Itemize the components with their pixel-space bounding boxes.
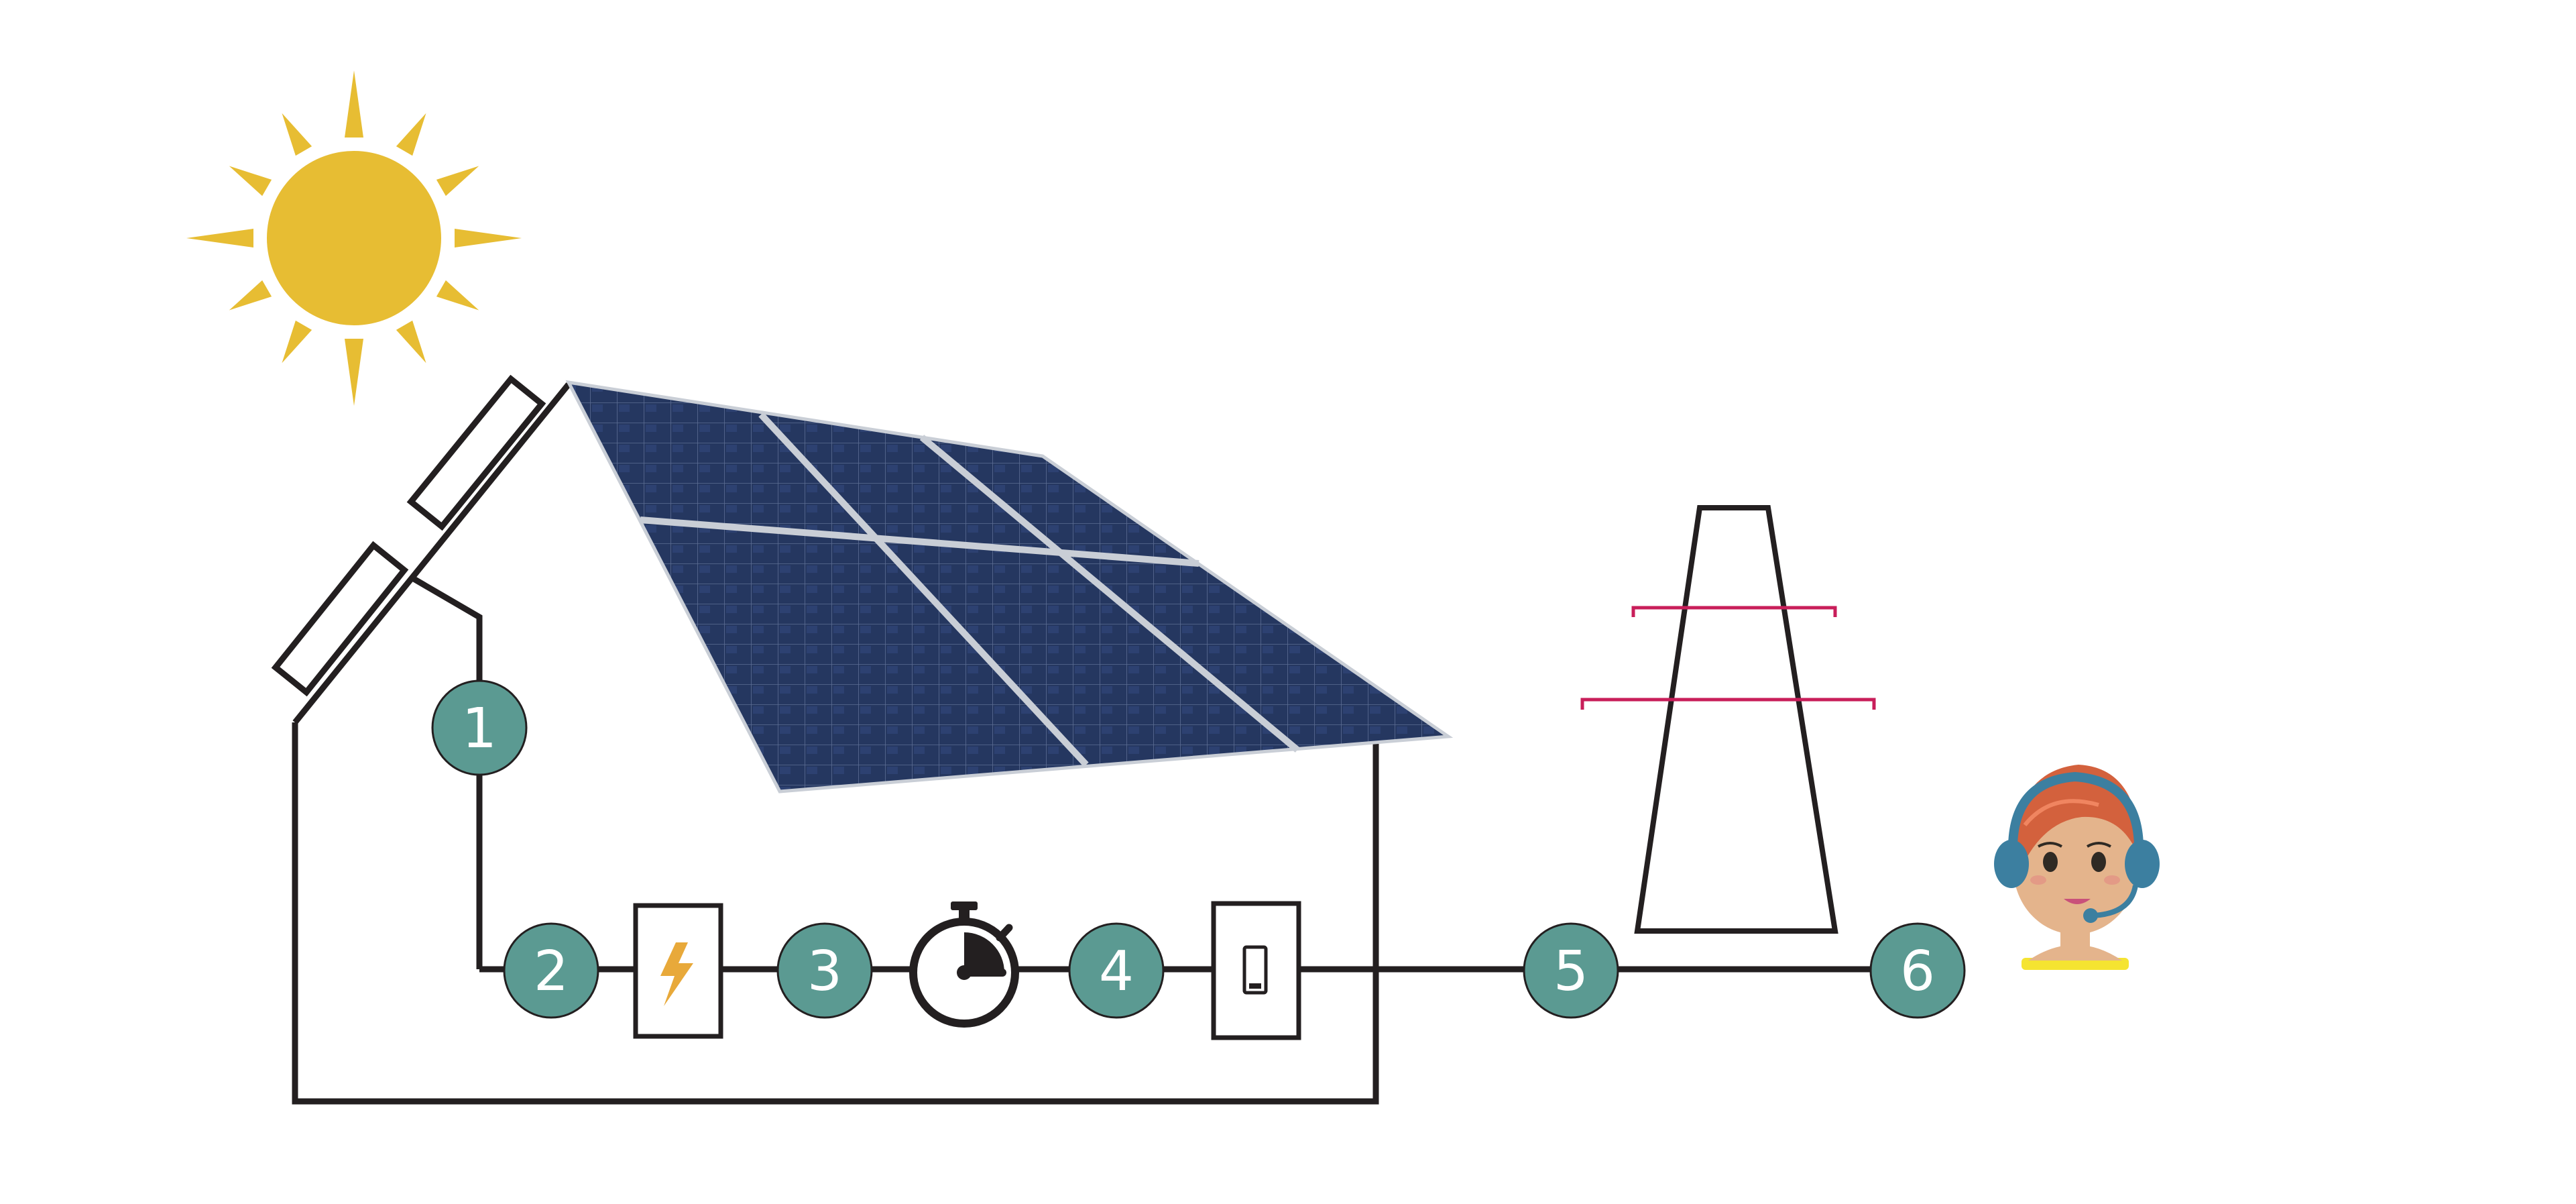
sun-ray <box>186 229 253 248</box>
step-label-2: 2 <box>534 940 569 1003</box>
step-label-6: 6 <box>1900 940 1935 1003</box>
house-outline <box>292 382 1379 1105</box>
stopwatch-icon <box>909 901 1019 1028</box>
solar-panel-array <box>565 380 1454 793</box>
sun-ray <box>229 280 272 311</box>
step-label-1: 1 <box>462 697 497 761</box>
step-badge-2: 2 <box>503 922 599 1019</box>
step-label-5: 5 <box>1554 940 1588 1003</box>
inverter-box <box>633 903 723 1039</box>
sun-ray <box>396 320 426 364</box>
step-label-3: 3 <box>807 940 842 1003</box>
step-badge-3: 3 <box>776 922 873 1019</box>
rooftop-panel-icon <box>271 374 546 697</box>
step-badge-5: 5 <box>1523 922 1619 1019</box>
sun-ray <box>282 320 312 364</box>
sun-ray <box>436 280 479 311</box>
step-badge-6: 6 <box>1869 922 1966 1019</box>
transmission-tower-icon <box>1580 505 1876 934</box>
sun-icon <box>186 70 522 406</box>
support-agent-icon <box>1994 765 2160 970</box>
sun-ray <box>436 166 479 197</box>
sun-ray <box>282 113 312 156</box>
lightning-bolt-icon <box>660 942 693 1006</box>
step-label-4: 4 <box>1099 940 1134 1003</box>
step-badge-1: 1 <box>431 679 528 776</box>
meter-box <box>1211 901 1301 1040</box>
sun-ray <box>229 166 272 197</box>
meter-icon <box>1242 945 1268 995</box>
sun-ray <box>345 70 363 138</box>
sun-ray <box>396 113 426 156</box>
sun-ray <box>455 229 522 248</box>
step-badge-4: 4 <box>1068 922 1165 1019</box>
sun-ray <box>345 339 363 406</box>
